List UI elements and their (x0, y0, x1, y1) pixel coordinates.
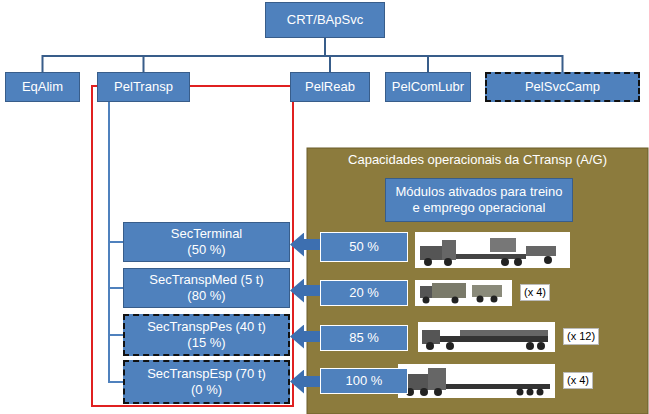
unit-box: PelSvcCamp (485, 72, 640, 102)
unit-box: PelTransp (97, 72, 190, 102)
node-title: 100 % (346, 373, 383, 389)
percent-box: 20 % (320, 280, 408, 306)
section-box: SecTranspMed (5 t)(80 %) (123, 268, 290, 308)
unit-box: PelComLubr (385, 72, 471, 102)
tree-line (144, 38, 326, 72)
node-title: PelTransp (114, 79, 173, 95)
node-title: PelReab (305, 79, 355, 95)
capability-panel: Capacidades operacionais da CTransp (A/G… (307, 148, 648, 414)
tree-line (325, 38, 563, 72)
percent-box: 85 % (320, 325, 408, 351)
tree-line (109, 102, 123, 288)
block-arrow (304, 331, 320, 342)
percent-box: 50 % (320, 232, 408, 262)
node-title: Capacidades operacionais da CTransp (A/G… (348, 152, 607, 168)
node-title: Módulos ativados para treino e emprego o… (392, 184, 566, 215)
unit-box: PelReab (290, 72, 370, 102)
node-subtitle: (0 %) (191, 382, 222, 398)
module-box: Módulos ativados para treino e emprego o… (385, 178, 573, 222)
node-title: CRT/BApSvc (287, 12, 363, 28)
tree-line (43, 38, 326, 72)
block-arrow (304, 376, 320, 387)
section-box: SecTranspPes (40 t)(15 %) (123, 314, 290, 356)
tree-line (109, 102, 123, 335)
node-subtitle: (80 %) (187, 288, 225, 304)
truck-picture (415, 232, 570, 268)
node-title: SecTranspEsp (70 t) (147, 366, 266, 382)
count-label: (x 12) (563, 328, 599, 345)
node-title: SecTranspMed (5 t) (149, 272, 263, 288)
node-title: SecTerminal (171, 226, 243, 242)
count-label: (x 4) (563, 372, 593, 389)
node-title: SecTranspPes (40 t) (147, 319, 266, 335)
section-box: SecTerminal(50 %) (123, 222, 290, 262)
node-title: 20 % (349, 285, 379, 301)
node-title: 50 % (349, 239, 379, 255)
tree-line (109, 102, 123, 382)
panel-background (307, 148, 648, 414)
block-arrow (304, 285, 320, 296)
root-box: CRT/BApSvc (265, 2, 385, 38)
section-box: SecTranspEsp (70 t)(0 %) (123, 360, 290, 404)
node-title: PelComLubr (392, 79, 464, 95)
percent-box: 100 % (320, 368, 408, 394)
node-subtitle: (50 %) (187, 242, 225, 258)
node-title: PelSvcCamp (525, 79, 600, 95)
node-title: EqAlim (22, 79, 63, 95)
node-subtitle: (15 %) (187, 335, 225, 351)
unit-box: EqAlim (5, 72, 80, 102)
truck-picture (415, 280, 512, 306)
highlight-frame (92, 86, 293, 406)
truck-picture (418, 322, 555, 352)
block-arrow (304, 239, 320, 250)
count-label: (x 4) (520, 284, 550, 301)
truck-picture (398, 364, 555, 398)
node-title: 85 % (349, 330, 379, 346)
panel-fill (307, 148, 648, 414)
tree-line (109, 102, 123, 242)
